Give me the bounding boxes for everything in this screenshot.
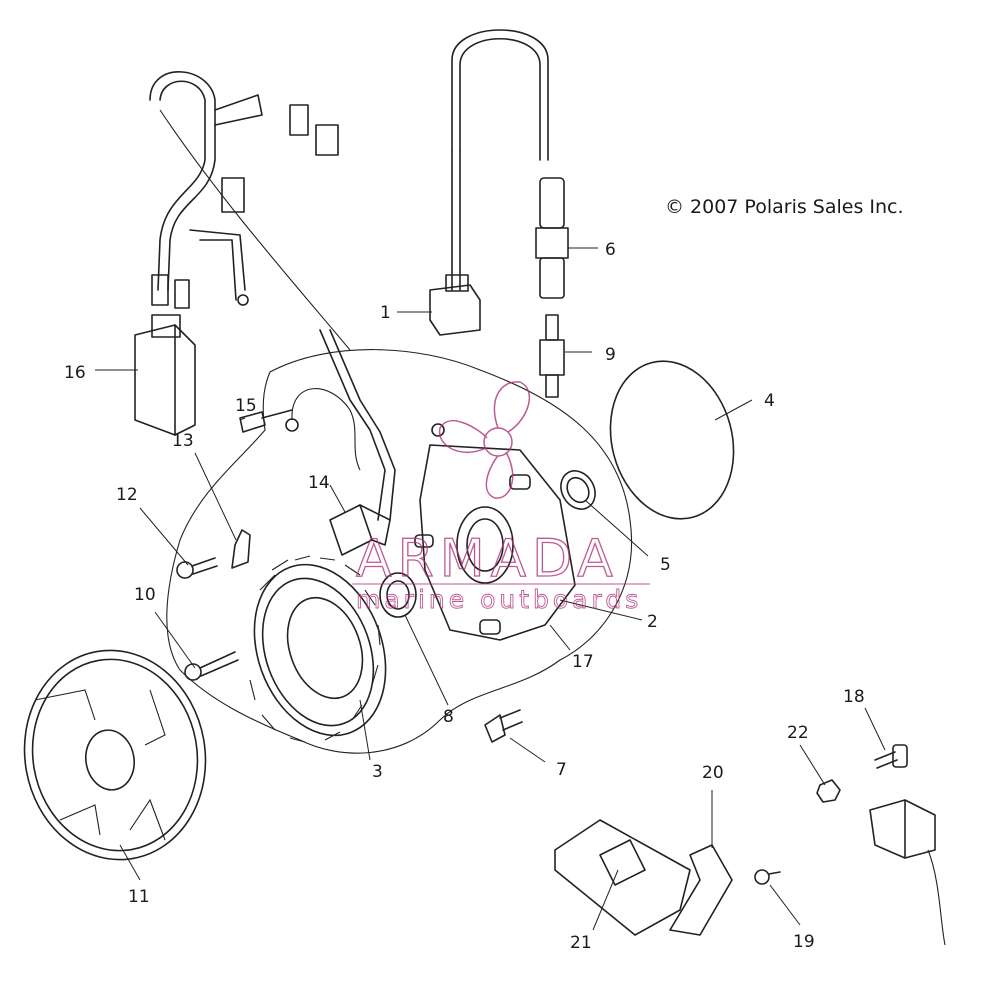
callout-11: 11 [128, 887, 150, 907]
ground-screw-15 [239, 388, 361, 471]
callout-4: 4 [764, 391, 775, 411]
cdi-box-16 [134, 314, 196, 436]
bracket-20 [669, 844, 733, 936]
stator-plate-17 [414, 423, 576, 641]
copyright-text: © 2007 Polaris Sales Inc. [665, 196, 904, 218]
callout-12: 12 [116, 485, 138, 505]
oil-seal-5 [560, 470, 596, 510]
seal-8 [379, 572, 417, 618]
screw-12 [176, 557, 218, 579]
callout-3: 3 [372, 762, 383, 782]
callout-1: 1 [380, 303, 391, 323]
flywheel-11 [23, 649, 207, 861]
callout-17: 17 [572, 652, 594, 672]
watermark: ARMADA marine outboards [352, 381, 650, 614]
wire-harness [149, 71, 339, 309]
stator-lead-bundle [319, 329, 396, 521]
propeller-logo-icon [438, 381, 531, 499]
callout-10: 10 [134, 585, 156, 605]
bolt-10 [184, 651, 239, 681]
bracket-13 [231, 529, 251, 569]
callout-9: 9 [605, 345, 616, 365]
callout-2: 2 [647, 612, 658, 632]
callout-22: 22 [787, 723, 809, 743]
leader-lines [95, 247, 886, 931]
nut-22 [816, 779, 841, 803]
watermark-tagline: marine outboards [356, 585, 642, 614]
callout-5: 5 [660, 555, 671, 575]
callout-7: 7 [556, 760, 567, 780]
spark-plug-cap-6 [535, 177, 569, 299]
stator-3 [249, 555, 387, 743]
bolt-18 [874, 744, 908, 769]
callout-16: 16 [64, 363, 86, 383]
callout-6: 6 [605, 240, 616, 260]
module-21 [554, 819, 691, 936]
screw-19 [754, 869, 781, 885]
callout-8: 8 [443, 707, 454, 727]
callout-14: 14 [308, 473, 330, 493]
gasket-4 [609, 360, 735, 520]
bolt-7 [484, 709, 523, 743]
ignition-coil-1 [429, 29, 549, 336]
callout-19: 19 [793, 932, 815, 952]
stator-wire [159, 109, 351, 351]
spark-plug-9 [539, 314, 565, 398]
assembly-outline [166, 349, 632, 754]
sensor-connector [869, 799, 946, 946]
callout-21: 21 [570, 933, 592, 953]
pickup-sensor-14 [329, 504, 391, 556]
callout-18: 18 [843, 687, 865, 707]
callout-15: 15 [235, 396, 257, 416]
watermark-brand: ARMADA [356, 529, 619, 589]
callout-13: 13 [172, 431, 194, 451]
callout-20: 20 [702, 763, 724, 783]
